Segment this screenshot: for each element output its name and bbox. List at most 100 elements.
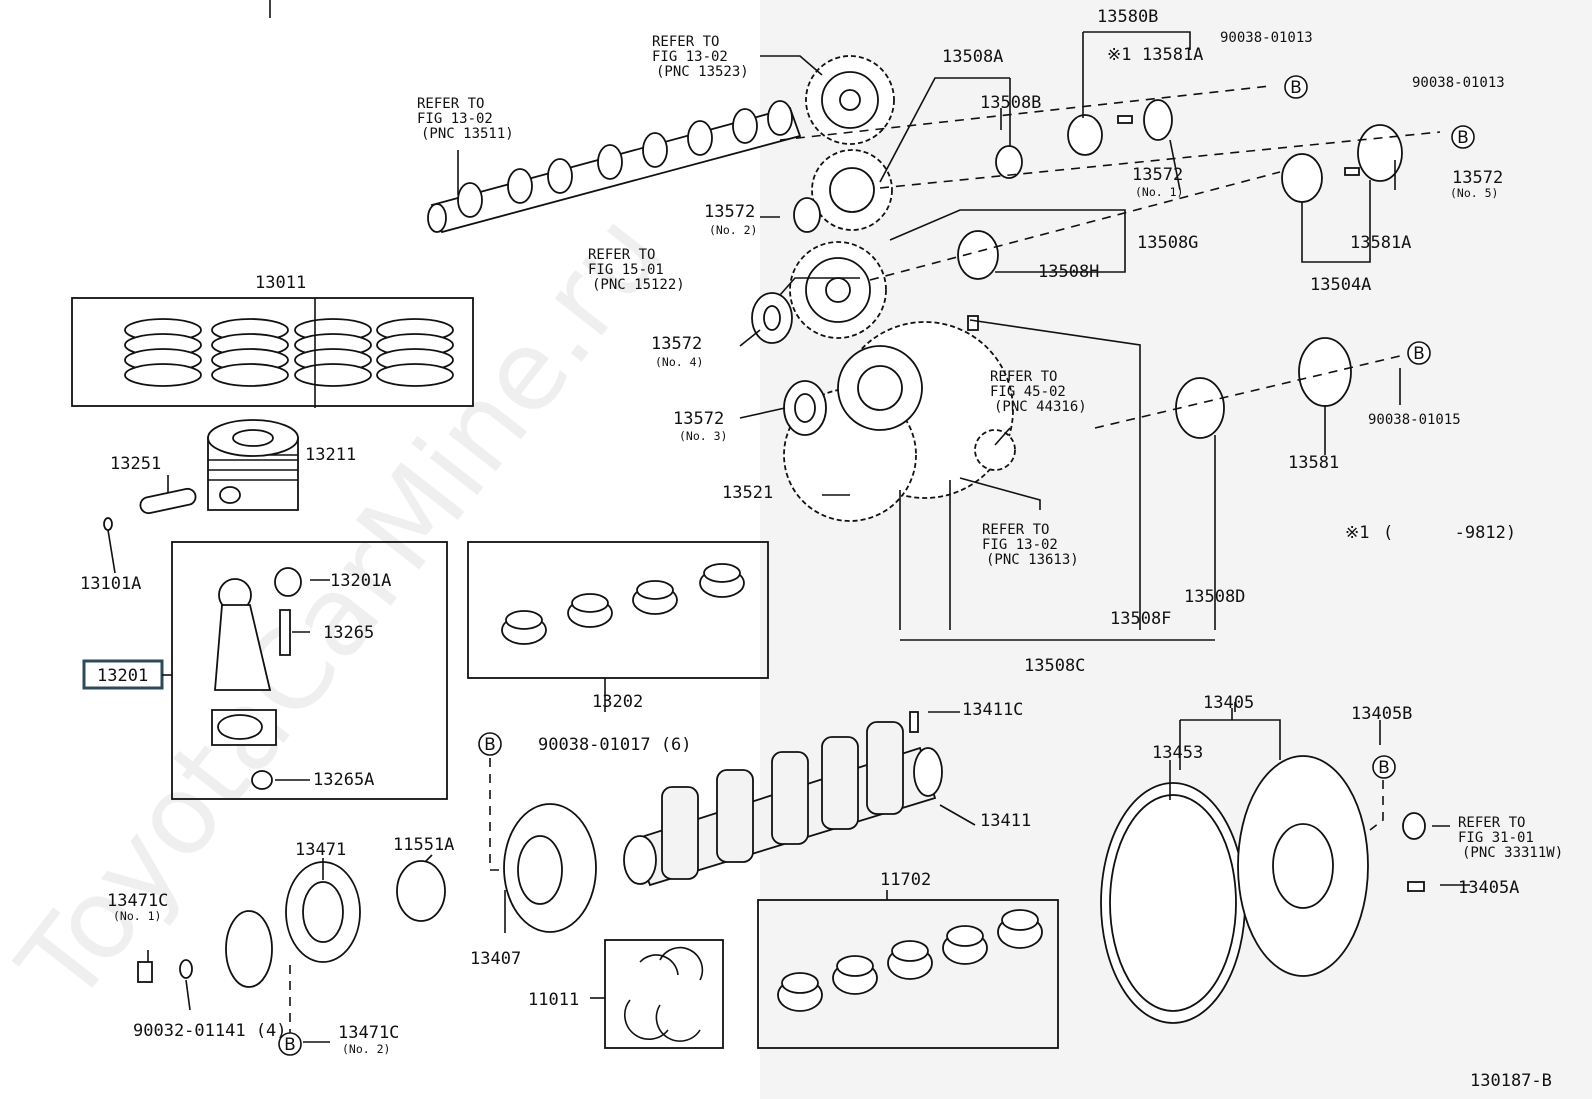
label-p13407: 13407: [470, 949, 521, 969]
piston-ring-sets: [124, 318, 454, 387]
label-p13581A-top: 13581A: [1142, 45, 1203, 65]
refer-note-line: FIG 13-02: [652, 49, 728, 65]
leader-line: [760, 55, 823, 76]
shaft-13580B[interactable]: [1067, 114, 1103, 156]
drawing-number: 130187-B: [1470, 1071, 1552, 1091]
label-p13251: 13251: [110, 454, 161, 474]
camshaft[interactable]: [427, 100, 802, 234]
note-mark: ※1: [1107, 45, 1131, 65]
thrust-washer-no2[interactable]: [793, 197, 821, 233]
main-bearing[interactable]: [997, 909, 1043, 949]
label-p13572-no5-sub: (No. 5): [1450, 186, 1498, 200]
main-bearing[interactable]: [832, 955, 878, 995]
snap-ring[interactable]: [103, 517, 113, 531]
b-marker-letter: B: [284, 1035, 296, 1055]
refer-note-line: (PNC 13613): [986, 552, 1079, 568]
label-p13572-no1: 13572: [1132, 165, 1183, 185]
piston[interactable]: [207, 419, 299, 511]
piston-pin[interactable]: [139, 487, 197, 515]
main-bearing[interactable]: [777, 972, 823, 1012]
cam-lobe: [457, 182, 483, 218]
crank-bearing-set-box[interactable]: [467, 541, 769, 679]
damper-plate[interactable]: [225, 910, 273, 988]
connecting-rod[interactable]: [211, 578, 277, 746]
label-p13572-no2: 13572: [704, 202, 755, 222]
pin-13581A[interactable]: [1117, 115, 1133, 124]
label-p11551A: 11551A: [393, 835, 454, 855]
flywheel-pin[interactable]: [1407, 881, 1425, 892]
cam-lobe: [687, 120, 713, 156]
leader-line: [994, 427, 1011, 446]
label-p13453: 13453: [1152, 743, 1203, 763]
main-bearing-set-box[interactable]: [757, 899, 1059, 1049]
label-p90032: 90032-01141 (4): [133, 1021, 287, 1041]
refer-note-line: (PNC 13523): [656, 64, 749, 80]
crankshaft[interactable]: [623, 721, 943, 887]
label-p13572-no5: 13572: [1452, 168, 1503, 188]
bushing-13508B[interactable]: [995, 145, 1023, 179]
leader-line: [739, 407, 786, 419]
shaft-13504A[interactable]: [1281, 153, 1323, 203]
label-p13405B: 13405B: [1351, 704, 1412, 724]
crank-bearing[interactable]: [699, 563, 745, 598]
bolt-13471C[interactable]: [137, 961, 153, 983]
piston-ring-set[interactable]: [124, 318, 202, 387]
label-p11011: 11011: [528, 990, 579, 1010]
cam-lobe: [732, 108, 758, 144]
leader-line: [939, 804, 976, 826]
rod-bushing[interactable]: [274, 567, 302, 597]
pilot-bearing[interactable]: [1402, 812, 1426, 840]
main-bearing[interactable]: [942, 925, 988, 965]
crank-web: [771, 751, 809, 845]
crank-web: [716, 769, 754, 863]
rod-nut[interactable]: [251, 770, 273, 790]
piston-ring-set[interactable]: [211, 318, 289, 387]
label-p13101A: 13101A: [80, 574, 141, 594]
label-p13508H: 13508H: [1038, 262, 1099, 282]
b-marker-letter: B: [1378, 758, 1390, 778]
refer-note-line: REFER TO: [1458, 815, 1525, 831]
piston-ring-set[interactable]: [376, 318, 454, 387]
crank-bearing[interactable]: [632, 580, 678, 615]
piston-ring-set[interactable]: [294, 318, 372, 387]
thrust-plate-no5[interactable]: [1357, 124, 1403, 182]
label-p13581: 13581: [1288, 453, 1339, 473]
main-bearing[interactable]: [887, 940, 933, 980]
label-p13411: 13411: [980, 811, 1031, 831]
label-p13508D: 13508D: [1184, 587, 1245, 607]
refer-note-line: REFER TO: [982, 522, 1049, 538]
shaft-13581[interactable]: [1298, 337, 1352, 407]
label-p13471C-2-sub: (No. 2): [342, 1042, 390, 1056]
bushing-13508H[interactable]: [957, 230, 999, 280]
crank-bearing[interactable]: [501, 610, 547, 645]
note-mark: ※1: [1345, 523, 1369, 543]
piston-ring-set-box[interactable]: [71, 297, 474, 407]
thrust-plate-no1[interactable]: [1143, 99, 1173, 141]
leader-line: [739, 329, 761, 347]
crank-key[interactable]: [909, 711, 919, 733]
pin-small[interactable]: [967, 315, 979, 331]
label-p13201A: 13201A: [330, 571, 391, 591]
bushing-13508D[interactable]: [1175, 377, 1225, 439]
pin-13581A-right[interactable]: [1344, 167, 1360, 176]
leader-line: [424, 854, 433, 863]
label-p13508G: 13508G: [1137, 233, 1198, 253]
leader-line: [959, 477, 1041, 510]
refer-note-line: FIG 31-01: [1458, 830, 1534, 846]
crank-bearings: [501, 563, 745, 645]
label-p13201: 13201: [97, 666, 148, 686]
thrust-washer-box[interactable]: [604, 939, 724, 1049]
label-p13265A: 13265A: [313, 770, 374, 790]
label-p90038-01013-a: 90038-01013: [1220, 30, 1313, 46]
rod-bolt[interactable]: [279, 609, 291, 656]
label-p90038-01015: 90038-01015: [1368, 412, 1461, 428]
oil-seal-11551A[interactable]: [396, 860, 446, 922]
crank-bearing[interactable]: [567, 593, 613, 628]
leader-line: [107, 529, 116, 574]
washer-90032[interactable]: [179, 959, 193, 979]
pump-drive-gear[interactable]: [974, 429, 1016, 471]
leader-line: [1169, 139, 1181, 191]
label-p13508C: 13508C: [1024, 656, 1085, 676]
